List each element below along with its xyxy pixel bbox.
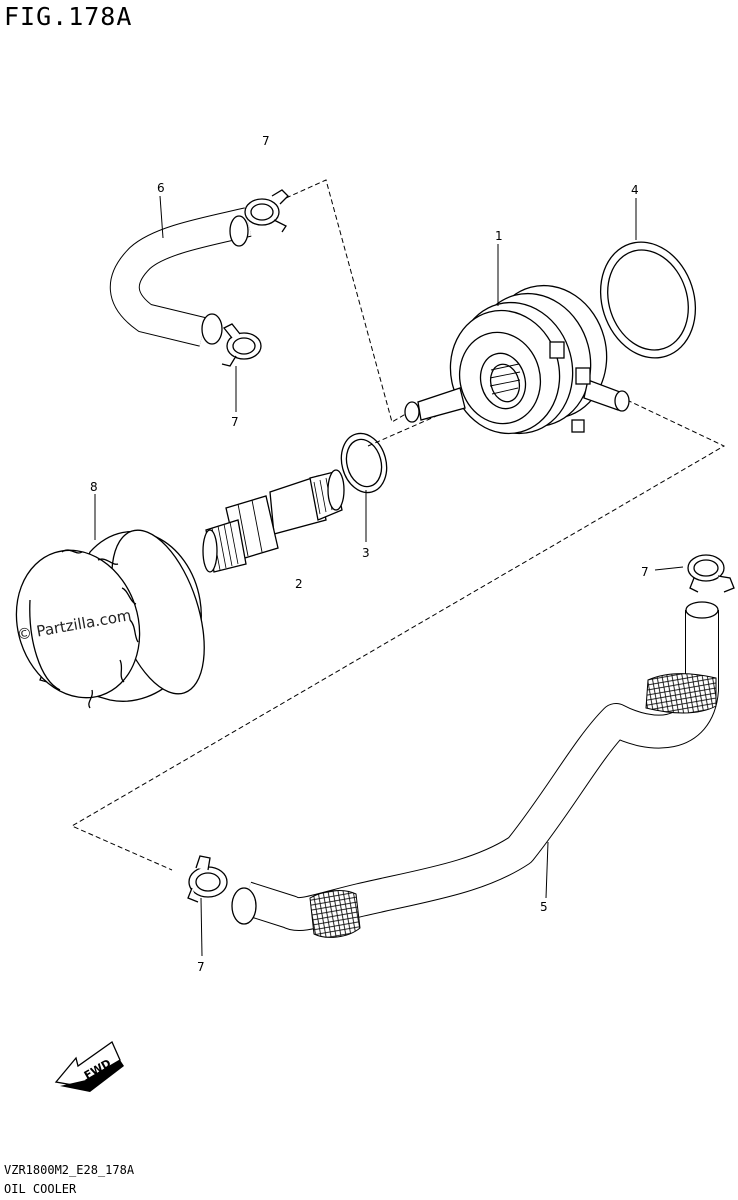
hose-clamp-upper-2 (221, 323, 262, 367)
o-ring-large-part-4 (599, 241, 697, 359)
oil-cooler-part-1 (404, 284, 630, 435)
hose-long-part-5 (231, 601, 719, 938)
hose-clamp-lower-right (687, 554, 735, 593)
callout-7-upper-left: 7 (231, 415, 239, 429)
oil-filter-part-8 (15, 529, 205, 709)
callout-7-bottom: 7 (197, 960, 205, 974)
o-ring-small-part-3 (340, 432, 388, 494)
union-bolt-part-2 (202, 469, 345, 573)
leader-lines (94, 195, 684, 957)
hose-clamp-upper-1 (244, 189, 289, 233)
assembly-lines (70, 179, 726, 871)
diagram-name: OIL COOLER (4, 1182, 77, 1196)
hose-clamp-lower-left (187, 855, 228, 903)
callout-2: 2 (295, 577, 303, 591)
callout-7-top: 7 (262, 134, 270, 148)
callout-1: 1 (495, 229, 503, 243)
hose-short-part-6 (109, 207, 252, 347)
fwd-arrow-icon: FWD (54, 1041, 124, 1092)
callout-5: 5 (540, 900, 548, 914)
callout-6: 6 (157, 181, 165, 195)
callout-7-right: 7 (641, 565, 649, 579)
diagram-code: VZR1800M2_E28_178A (4, 1163, 135, 1177)
callout-4: 4 (631, 183, 639, 197)
callout-8: 8 (90, 480, 98, 494)
figure-title: FIG.178A (4, 2, 133, 31)
callout-3: 3 (362, 546, 370, 560)
